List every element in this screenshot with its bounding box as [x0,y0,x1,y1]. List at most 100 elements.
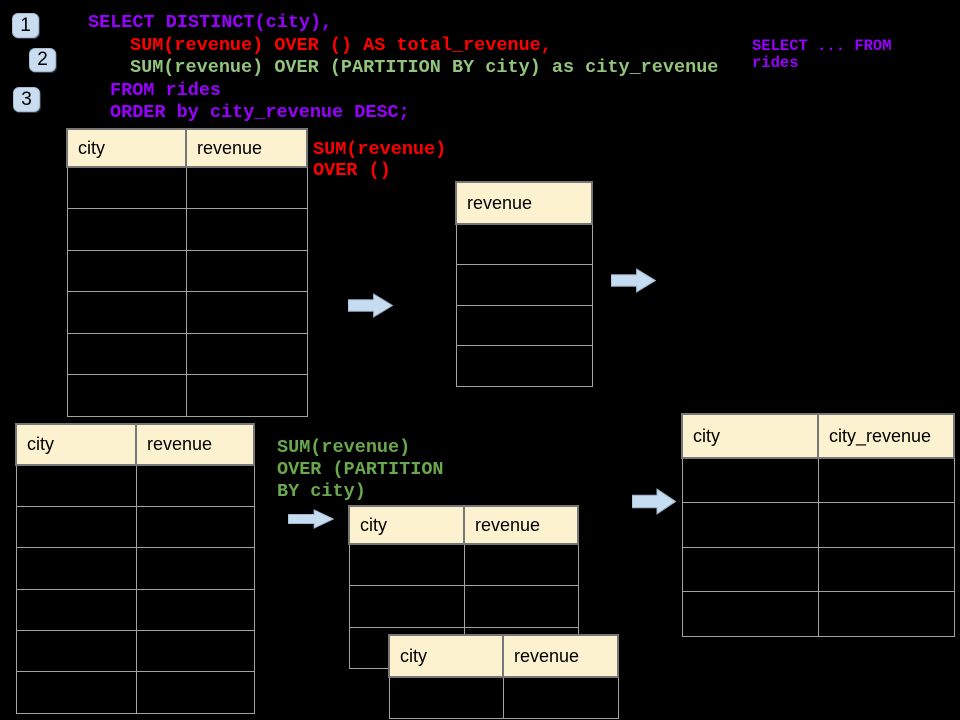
table-total-revenue: revenue [455,181,593,387]
table-result: city city_revenue [681,413,955,637]
table-cell-empty [348,543,465,587]
table-cell-empty [502,676,619,719]
table-cell-empty [135,505,255,549]
table-cell-empty [817,457,955,503]
table-row [66,166,308,209]
column-header-city: city [66,128,187,168]
table-row [681,591,955,637]
sql-line-order-by: ORDER by city_revenue DESC; [110,102,410,123]
table-cell-empty [185,291,308,334]
table-row [455,223,593,265]
table-source-top: city revenue [66,128,308,417]
table-cell-empty [681,457,819,503]
column-header-city: city [681,413,819,459]
label-partition-line-2: OVER (PARTITION [277,459,444,480]
table-row [15,630,255,673]
table-row [681,546,955,592]
table-cell-empty [463,543,579,587]
side-note-line-1: SELECT ... FROM [752,37,892,55]
column-header-city: city [388,634,504,678]
table-cell-empty [135,671,255,714]
table-cell-empty [455,223,593,265]
column-header-city: city [348,505,465,545]
step-badge-3: 3 [13,87,40,112]
table-row [348,543,579,587]
table-row [15,547,255,590]
sql-line-city-revenue: SUM(revenue) OVER (PARTITION BY city) as… [130,57,719,78]
table-row [455,264,593,306]
table-cell-empty [66,291,187,334]
label-total-line-2: OVER () [313,160,391,181]
table-cell-empty [15,630,137,673]
table-cell-empty [66,332,187,375]
table-cell-empty [15,505,137,549]
table-row [15,505,255,549]
step-badge-2: 2 [29,48,56,72]
table-cell-empty [15,588,137,632]
table-row [15,588,255,632]
table-cell-empty [681,591,819,637]
table-source-bottom: city revenue [15,423,255,714]
table-cell-empty [15,464,137,507]
table-cell-empty [15,671,137,714]
column-header-revenue: revenue [455,181,593,225]
table-row [455,304,593,346]
column-header-city-revenue: city_revenue [817,413,955,459]
side-note-line-2: rides [752,54,799,72]
table-cell-empty [455,345,593,387]
flow-arrow-bottom-2 [632,488,676,515]
table-cell-empty [66,166,187,209]
table-row [66,249,308,292]
table-partition-back: city revenue [348,505,579,670]
table-cell-empty [135,547,255,590]
table-row [15,671,255,714]
step-badge-1: 1 [12,13,39,38]
label-total-line-1: SUM(revenue) [313,139,447,160]
table-cell-empty [388,676,504,719]
table-cell-empty [817,502,955,548]
label-partition-line-1: SUM(revenue) [277,437,411,458]
flow-arrow-top-1 [348,293,393,318]
table-cell-empty [348,585,465,628]
column-header-revenue: revenue [463,505,579,545]
table-cell-empty [817,591,955,637]
table-cell-empty [135,464,255,507]
table-cell-empty [185,249,308,292]
table-row [66,332,308,375]
table-cell-empty [817,546,955,592]
label-partition-line-3: BY city) [277,481,366,502]
table-cell-empty [463,585,579,628]
table-row [681,457,955,503]
table-cell-empty [185,208,308,251]
column-header-revenue: revenue [135,423,255,466]
table-cell-empty [681,546,819,592]
table-cell-empty [185,166,308,209]
table-cell-empty [455,264,593,306]
flow-arrow-top-2 [611,268,656,293]
table-row [66,208,308,251]
table-cell-empty [135,630,255,673]
column-header-city: city [15,423,137,466]
column-header-revenue: revenue [502,634,619,678]
table-row [66,291,308,334]
table-row [15,464,255,507]
table-cell-empty [66,249,187,292]
table-cell-empty [66,374,187,417]
table-row [455,345,593,387]
table-partition-front: city revenue [388,634,619,719]
table-cell-empty [66,208,187,251]
table-row [388,676,619,719]
table-row [66,374,308,417]
table-row [348,585,579,628]
sql-line-from: FROM rides [110,80,222,101]
sql-line-select: SELECT DISTINCT(city), [88,12,333,33]
flow-arrow-bottom-1 [288,509,334,529]
table-cell-empty [681,502,819,548]
table-cell-empty [185,374,308,417]
table-cell-empty [185,332,308,375]
table-row [681,502,955,548]
sql-line-total-revenue: SUM(revenue) OVER () AS total_revenue, [130,35,552,56]
table-cell-empty [455,304,593,346]
table-cell-empty [15,547,137,590]
